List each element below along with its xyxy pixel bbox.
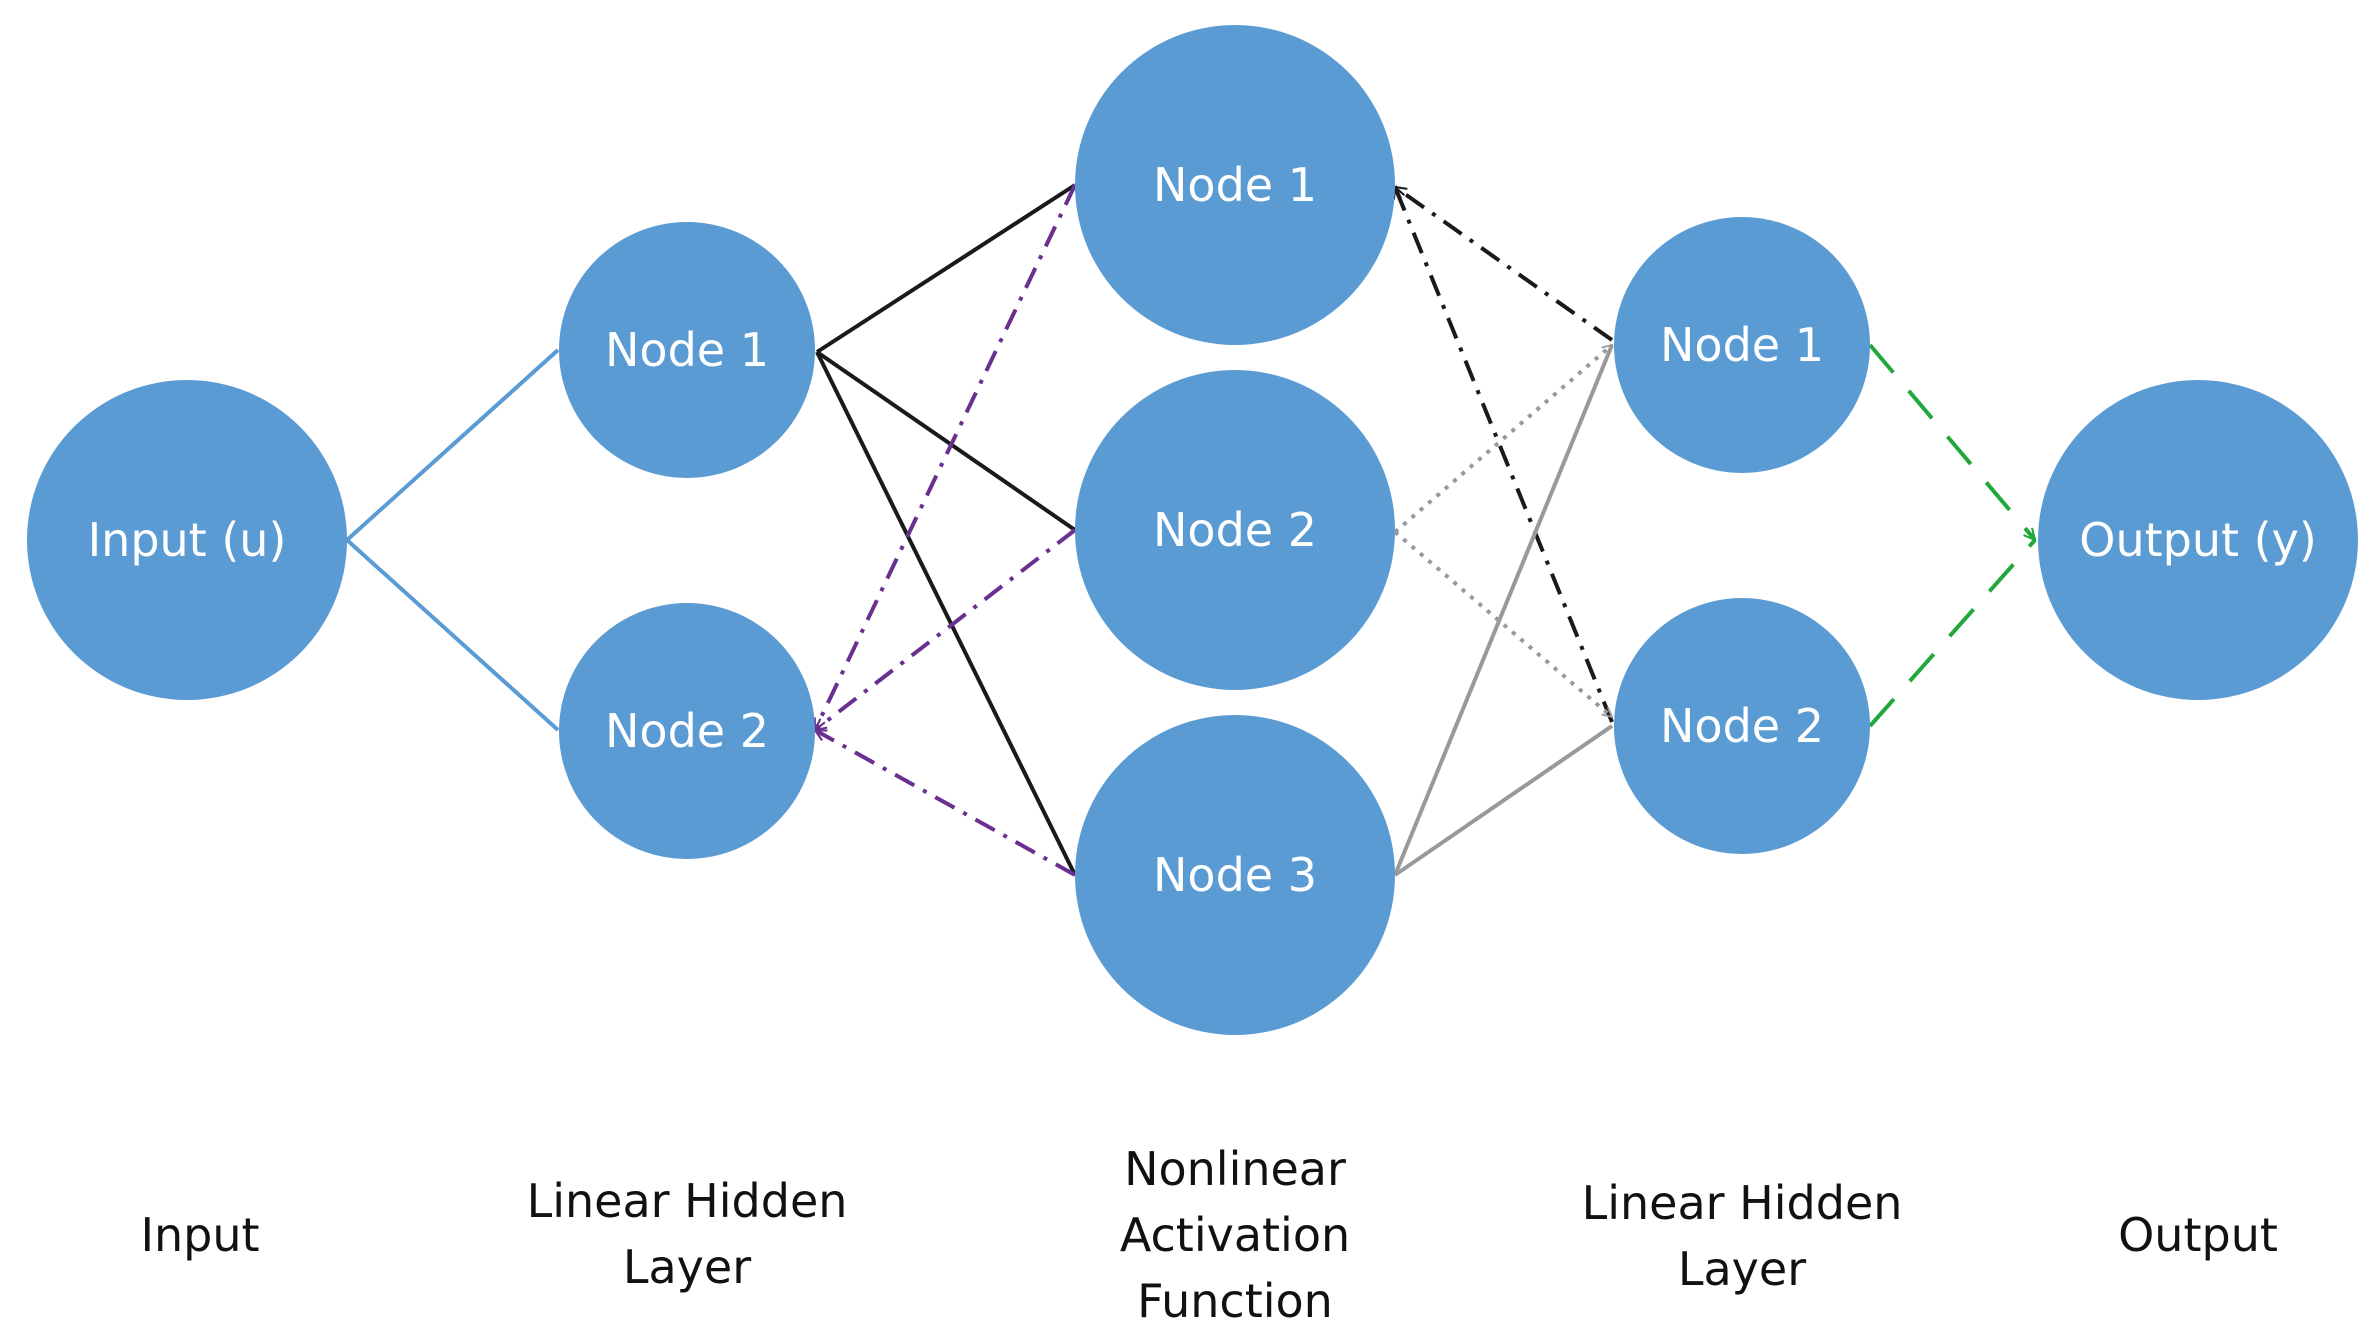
hidden2-node1: Node 1	[1614, 217, 1870, 473]
edge-h1n1-to-act-node3	[815, 351, 1077, 876]
hidden1-node2-label: Node 2	[605, 704, 769, 758]
edge-h2n2-to-act-node1	[1395, 187, 1614, 723]
edge-h2n1-to-output	[1868, 343, 2037, 540]
layer-label-hidden2-line2: Layer	[1677, 1242, 1807, 1296]
layer-label-input-line1: Input	[140, 1208, 260, 1262]
edge-act-node3-to-h1n2	[815, 728, 1076, 877]
edge-act-node2-to-h2n1	[1393, 343, 1612, 534]
edge-act-node2-to-h2n2	[1393, 530, 1612, 719]
hidden2-node2-label: Node 2	[1660, 699, 1824, 753]
layer-label-output: Output	[1988, 1202, 2379, 1268]
layer-label-hidden2: Linear Hidden Layer	[1532, 1170, 1952, 1302]
layer-label-hidden1-line1: Linear Hidden	[526, 1174, 848, 1228]
hidden1-node2: Node 2	[559, 603, 815, 859]
edge-h2n2-to-output	[1868, 538, 2037, 728]
hidden2-node1-label: Node 1	[1660, 318, 1824, 372]
input-node-label: Input (u)	[88, 513, 287, 567]
activation-node3: Node 3	[1075, 715, 1395, 1035]
hidden1-node1-label: Node 1	[605, 323, 769, 377]
layer-label-hidden1-line2: Layer	[622, 1240, 752, 1294]
hidden1-node1: Node 1	[559, 222, 815, 478]
output-node-label: Output (y)	[2079, 513, 2317, 567]
edge-h1n1-to-act-node1	[815, 183, 1077, 354]
activation-node1: Node 1	[1075, 25, 1395, 345]
layer-label-output-line1: Output	[2118, 1208, 2278, 1262]
edge-act-node3-to-h2n2	[1393, 724, 1614, 877]
edge-act-node3-to-h2n1	[1393, 344, 1614, 876]
layer-label-activation-line3: Function	[1137, 1274, 1333, 1328]
hidden2-node2: Node 2	[1614, 598, 1870, 854]
input-node: Input (u)	[27, 380, 347, 700]
edge-input-to-h1-node1	[345, 348, 560, 542]
layer-label-input: Input	[0, 1202, 410, 1268]
edge-input-to-h1-node2	[345, 538, 560, 732]
edge-h1n1-to-act-node2	[815, 350, 1077, 532]
activation-node2-label: Node 2	[1153, 503, 1317, 557]
activation-node1-label: Node 1	[1153, 158, 1317, 212]
layer-label-hidden2-line1: Linear Hidden	[1581, 1176, 1903, 1230]
output-node: Output (y)	[2038, 380, 2358, 700]
activation-node2: Node 2	[1075, 370, 1395, 690]
edge-act-node1-to-h1n2	[813, 184, 1077, 730]
layer-label-hidden1: Linear Hidden Layer	[477, 1168, 897, 1300]
layer-label-activation-line1: Nonlinear	[1124, 1142, 1346, 1196]
layer-label-activation: Nonlinear Activation Function	[1025, 1136, 1445, 1334]
edge-act-node2-to-h1n2	[815, 528, 1077, 732]
layer-label-activation-line2: Activation	[1119, 1208, 1351, 1262]
activation-node3-label: Node 3	[1153, 848, 1317, 902]
